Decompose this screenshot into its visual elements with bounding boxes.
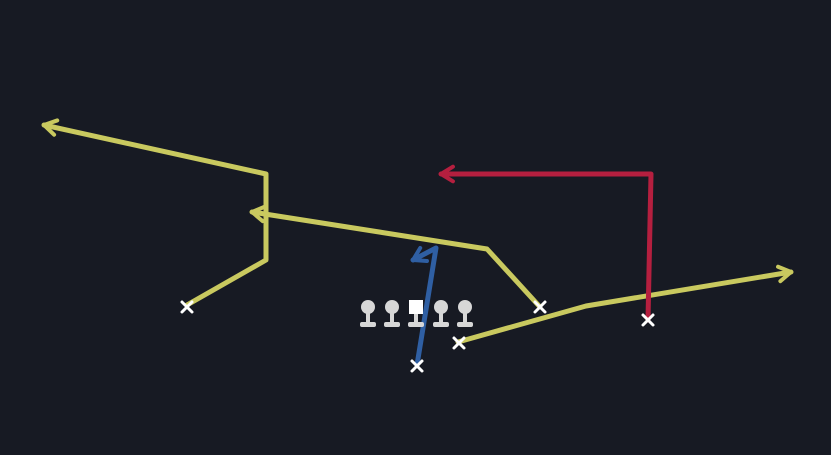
route-arrowhead-icon <box>42 118 60 137</box>
route-line <box>41 122 269 308</box>
route-left-post-corner <box>41 118 269 308</box>
x-mark-icon <box>533 300 547 314</box>
x-mark-icon <box>180 300 194 314</box>
route-right-flat-go <box>455 264 794 345</box>
x-mark-icon <box>452 336 466 350</box>
center-square-icon <box>408 300 424 327</box>
offensive-line <box>360 300 473 327</box>
x-mark-icon <box>410 359 424 373</box>
route-outside-out <box>438 164 654 323</box>
route-arrowhead-icon <box>776 264 793 284</box>
route-line <box>438 171 654 323</box>
lineman-icon <box>433 300 449 327</box>
route-line <box>249 209 543 310</box>
route-arrowhead-icon <box>439 164 455 184</box>
route-slot-in <box>249 204 543 310</box>
lineman-icon <box>384 300 400 327</box>
route-arrowhead-icon <box>250 204 267 224</box>
lineman-icon <box>360 300 376 327</box>
x-mark-icon <box>641 313 655 327</box>
route-line <box>455 269 794 345</box>
route-arrowhead-icon <box>411 245 429 263</box>
lineman-icon <box>457 300 473 327</box>
